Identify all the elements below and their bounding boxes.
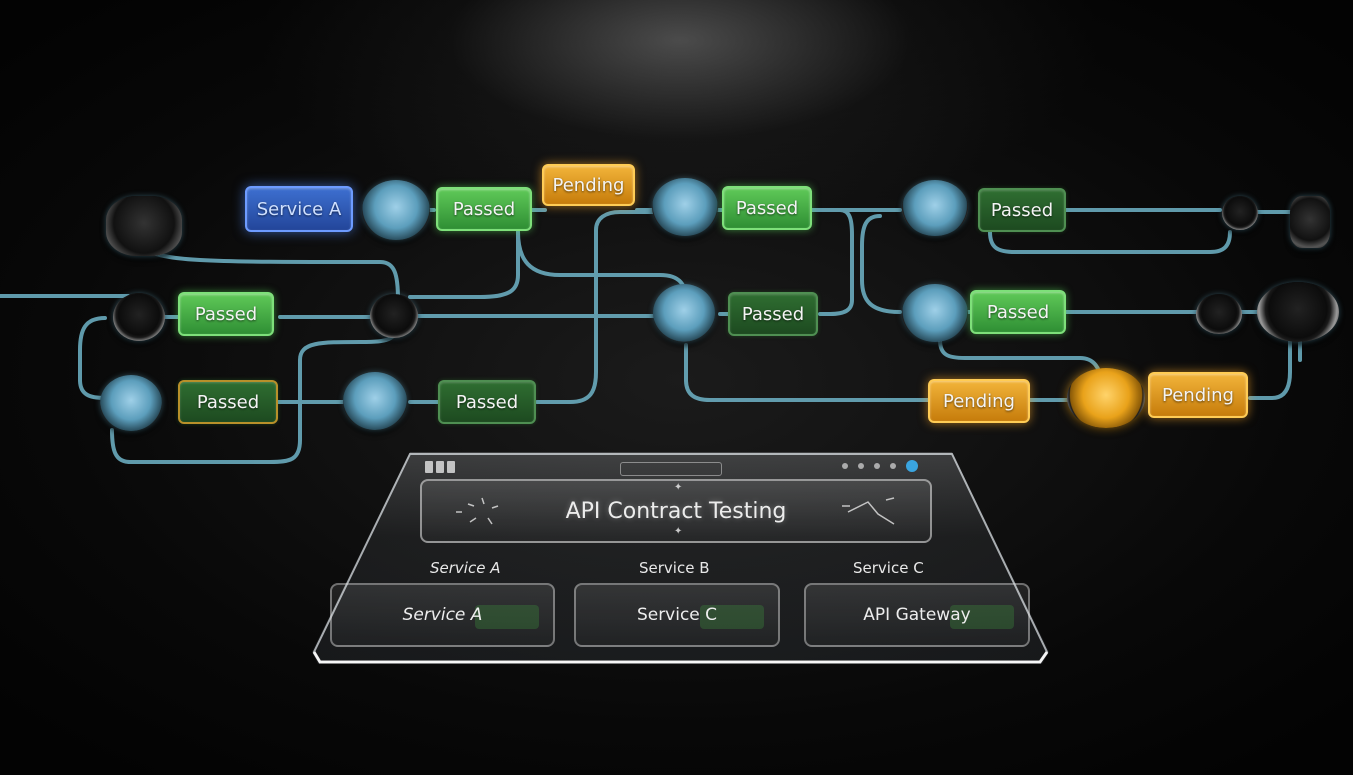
node-pending-2: Pending (928, 379, 1030, 423)
glass-panel: API Contract Testing ✦ ✦ Service A Servi… (312, 452, 1049, 664)
panel-outline (312, 453, 1049, 664)
toolbar-dot-icon[interactable] (890, 463, 896, 469)
node-passed-6: Passed (970, 290, 1066, 334)
toolbar-dot-icon[interactable] (874, 463, 880, 469)
connector-top-left (106, 196, 182, 256)
test-knob-right-mid (902, 284, 968, 342)
test-knob-row3-left (100, 375, 162, 431)
node-passed-7: Passed (178, 380, 278, 424)
column-label-service-c: Service C (853, 559, 924, 577)
column-label-service-b: Service B (639, 559, 710, 577)
toolbar-dot-icon[interactable] (858, 463, 864, 469)
burst-right-icon (842, 497, 895, 525)
node-service-a: Service A (245, 186, 353, 232)
node-passed-2: Passed (722, 186, 812, 230)
title-box: API Contract Testing (420, 479, 932, 543)
connector-right-mid (1196, 294, 1242, 334)
hub-connector (370, 294, 418, 338)
avatar-icon[interactable] (906, 460, 918, 472)
test-knob-amber (1067, 368, 1145, 428)
node-pending-3: Pending (1148, 372, 1248, 418)
node-passed-5: Passed (728, 292, 818, 336)
test-knob-center (653, 284, 715, 342)
card-service-c[interactable]: Service C (574, 583, 780, 647)
test-knob-row3-mid (343, 372, 407, 430)
burst-left-icon (456, 497, 499, 525)
card-service-a[interactable]: Service A (330, 583, 555, 647)
connector-left-mid (113, 293, 165, 341)
card-label: Service C (636, 605, 718, 625)
connector-right-top (1222, 196, 1258, 230)
panel-title: API Contract Testing (565, 498, 787, 524)
node-passed-3: Passed (978, 188, 1066, 232)
panel-toolbar-icons (842, 460, 918, 472)
panel-tab[interactable] (620, 462, 722, 476)
toolbar-dot-icon[interactable] (842, 463, 848, 469)
card-label: Service A (402, 605, 483, 625)
node-passed-1: Passed (436, 187, 532, 231)
test-knob-top-1 (362, 180, 430, 240)
node-pending-1: Pending (542, 164, 635, 206)
panel-logo-icon (425, 460, 455, 474)
connector-far-right (1257, 282, 1339, 342)
sparkle-icon: ✦ (674, 526, 683, 537)
panel-surface (312, 452, 1049, 664)
column-label-service-a: Service A (430, 559, 501, 577)
card-api-gateway[interactable]: API Gateway (804, 583, 1030, 647)
node-passed-4: Passed (178, 292, 274, 336)
connector-top-right (1290, 196, 1330, 248)
test-knob-top-3 (902, 180, 968, 236)
node-passed-8: Passed (438, 380, 536, 424)
test-knob-top-2 (652, 178, 718, 236)
sparkle-icon: ✦ (674, 482, 683, 493)
card-label: API Gateway (863, 605, 971, 625)
